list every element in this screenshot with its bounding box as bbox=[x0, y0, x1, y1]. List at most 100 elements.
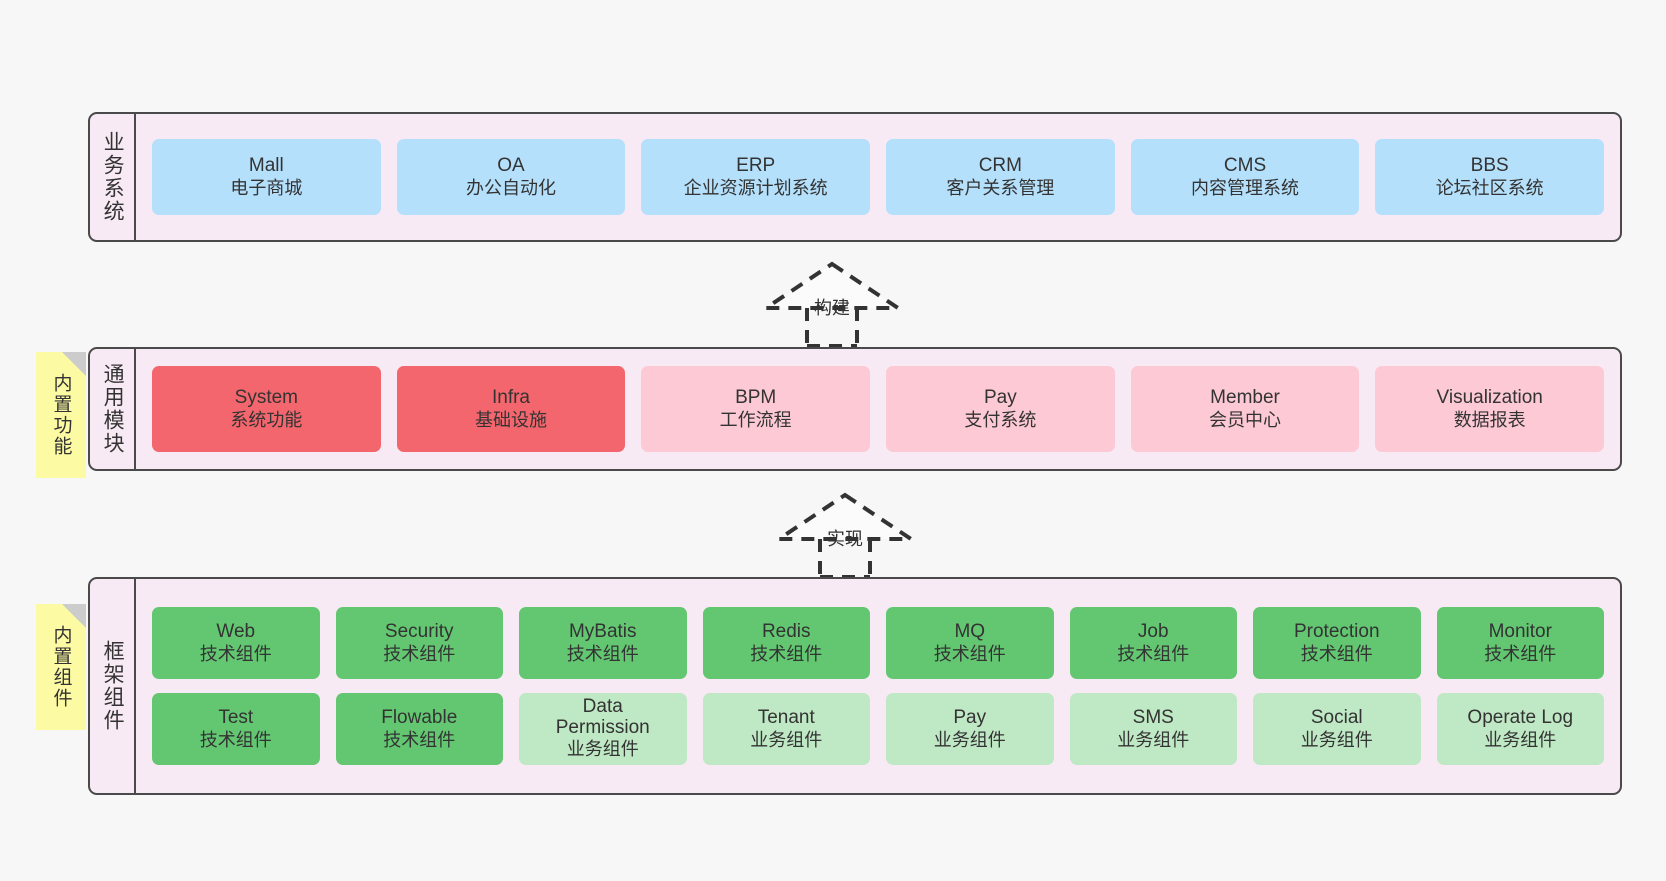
note-builtin-components-label: 内置组件 bbox=[50, 625, 72, 709]
card-security-desc: 技术组件 bbox=[383, 643, 456, 664]
card-mall-desc: 电子商城 bbox=[230, 177, 303, 198]
card-infra-name: Infra bbox=[491, 387, 531, 409]
connector-build: 构建 bbox=[757, 258, 907, 348]
card-social-desc: 业务组件 bbox=[1300, 729, 1373, 750]
card-erp-name: ERP bbox=[736, 155, 776, 177]
card-data-permission-desc: 业务组件 bbox=[566, 738, 639, 759]
card-social[interactable]: Social 业务组件 bbox=[1253, 693, 1421, 765]
card-oa[interactable]: OA 办公自动化 bbox=[396, 139, 626, 215]
card-redis[interactable]: Redis 技术组件 bbox=[702, 607, 870, 679]
card-bpm[interactable]: BPM 工作流程 bbox=[641, 366, 871, 452]
card-visualization[interactable]: Visualization 数据报表 bbox=[1375, 366, 1605, 452]
card-protection-desc: 技术组件 bbox=[1300, 643, 1373, 664]
card-visualization-desc: 数据报表 bbox=[1453, 409, 1526, 430]
card-job[interactable]: Job 技术组件 bbox=[1069, 607, 1237, 679]
card-mq-desc: 技术组件 bbox=[933, 643, 1006, 664]
common-card-row: System 系统功能 Infra 基础设施 BPM 工作流程 Pay 支付系统… bbox=[144, 366, 1612, 452]
card-mall-name: Mall bbox=[248, 155, 284, 177]
layer-business-body: Mall 电子商城 OA 办公自动化 ERP 企业资源计划系统 CRM 客户关系… bbox=[136, 114, 1620, 240]
card-tenant-desc: 业务组件 bbox=[750, 729, 823, 750]
connector-implement-label: 实现 bbox=[827, 529, 863, 549]
card-sms[interactable]: SMS 业务组件 bbox=[1069, 693, 1237, 765]
card-pay-module-desc: 支付系统 bbox=[964, 409, 1037, 430]
connector-build-label: 构建 bbox=[814, 298, 850, 318]
card-data-permission-name: Data Permission bbox=[555, 696, 650, 739]
card-sms-desc: 业务组件 bbox=[1117, 729, 1190, 750]
framework-card-row-1: Web 技术组件 Security 技术组件 MyBatis 技术组件 Redi… bbox=[144, 607, 1612, 679]
card-tenant[interactable]: Tenant 业务组件 bbox=[702, 693, 870, 765]
card-sms-name: SMS bbox=[1132, 707, 1174, 729]
card-cms[interactable]: CMS 内容管理系统 bbox=[1130, 139, 1360, 215]
card-bbs[interactable]: BBS 论坛社区系统 bbox=[1375, 139, 1605, 215]
card-social-name: Social bbox=[1310, 707, 1363, 729]
card-member-desc: 会员中心 bbox=[1209, 409, 1282, 430]
card-cms-desc: 内容管理系统 bbox=[1191, 177, 1300, 198]
card-pay-component-name: Pay bbox=[953, 707, 987, 729]
card-flowable[interactable]: Flowable 技术组件 bbox=[335, 693, 503, 765]
card-bbs-desc: 论坛社区系统 bbox=[1435, 177, 1544, 198]
business-card-row: Mall 电子商城 OA 办公自动化 ERP 企业资源计划系统 CRM 客户关系… bbox=[144, 139, 1612, 215]
card-member[interactable]: Member 会员中心 bbox=[1130, 366, 1360, 452]
card-job-name: Job bbox=[1137, 621, 1169, 643]
card-test-desc: 技术组件 bbox=[199, 729, 272, 750]
card-pay-component-desc: 业务组件 bbox=[933, 729, 1006, 750]
card-mybatis-name: MyBatis bbox=[568, 621, 637, 643]
layer-framework-title: 框架组件 bbox=[90, 579, 136, 793]
card-flowable-name: Flowable bbox=[381, 707, 458, 729]
card-system-desc: 系统功能 bbox=[230, 409, 303, 430]
note-fold-corner-icon bbox=[62, 604, 86, 628]
card-crm-desc: 客户关系管理 bbox=[946, 177, 1055, 198]
card-pay-component[interactable]: Pay 业务组件 bbox=[886, 693, 1054, 765]
note-builtin-features: 内置功能 bbox=[36, 352, 86, 478]
card-member-name: Member bbox=[1210, 387, 1280, 409]
card-monitor-name: Monitor bbox=[1488, 621, 1552, 643]
card-visualization-name: Visualization bbox=[1436, 387, 1543, 409]
card-infra[interactable]: Infra 基础设施 bbox=[396, 366, 626, 452]
card-test-name: Test bbox=[218, 707, 254, 729]
card-mybatis[interactable]: MyBatis 技术组件 bbox=[519, 607, 687, 679]
card-erp[interactable]: ERP 企业资源计划系统 bbox=[641, 139, 871, 215]
layer-framework-components: 框架组件 Web 技术组件 Security 技术组件 MyBatis 技术组件… bbox=[88, 577, 1622, 795]
card-job-desc: 技术组件 bbox=[1117, 643, 1190, 664]
card-redis-name: Redis bbox=[761, 621, 811, 643]
card-infra-desc: 基础设施 bbox=[475, 409, 547, 430]
card-monitor[interactable]: Monitor 技术组件 bbox=[1436, 607, 1604, 679]
card-crm-name: CRM bbox=[978, 155, 1022, 177]
card-flowable-desc: 技术组件 bbox=[383, 729, 456, 750]
layer-business-title: 业务系统 bbox=[90, 114, 136, 240]
layer-common-body: System 系统功能 Infra 基础设施 BPM 工作流程 Pay 支付系统… bbox=[136, 349, 1620, 469]
card-data-permission[interactable]: Data Permission 业务组件 bbox=[519, 693, 687, 765]
card-bbs-name: BBS bbox=[1470, 155, 1509, 177]
card-crm[interactable]: CRM 客户关系管理 bbox=[886, 139, 1115, 215]
card-monitor-desc: 技术组件 bbox=[1484, 643, 1557, 664]
card-mybatis-desc: 技术组件 bbox=[566, 643, 639, 664]
card-redis-desc: 技术组件 bbox=[750, 643, 823, 664]
card-mall[interactable]: Mall 电子商城 bbox=[152, 139, 381, 215]
card-system[interactable]: System 系统功能 bbox=[152, 366, 381, 452]
connector-implement: 实现 bbox=[770, 489, 920, 579]
card-protection[interactable]: Protection 技术组件 bbox=[1253, 607, 1421, 679]
card-operate-log[interactable]: Operate Log 业务组件 bbox=[1436, 693, 1604, 765]
card-pay-module-name: Pay bbox=[983, 387, 1017, 409]
card-web-name: Web bbox=[216, 621, 256, 643]
connector-build-shape bbox=[759, 261, 905, 348]
card-oa-name: OA bbox=[497, 155, 525, 177]
card-security-name: Security bbox=[384, 621, 454, 643]
card-oa-desc: 办公自动化 bbox=[466, 177, 556, 198]
card-test[interactable]: Test 技术组件 bbox=[152, 693, 320, 765]
note-builtin-components: 内置组件 bbox=[36, 604, 86, 730]
card-erp-desc: 企业资源计划系统 bbox=[683, 177, 828, 198]
card-protection-name: Protection bbox=[1293, 621, 1380, 643]
card-bpm-desc: 工作流程 bbox=[719, 409, 792, 430]
card-security[interactable]: Security 技术组件 bbox=[335, 607, 503, 679]
note-fold-corner-icon bbox=[62, 352, 86, 376]
note-builtin-features-label: 内置功能 bbox=[50, 373, 72, 457]
layer-common-modules: 通用模块 System 系统功能 Infra 基础设施 BPM 工作流程 Pay bbox=[88, 347, 1622, 471]
card-cms-name: CMS bbox=[1223, 155, 1267, 177]
card-pay-module[interactable]: Pay 支付系统 bbox=[886, 366, 1115, 452]
card-web[interactable]: Web 技术组件 bbox=[152, 607, 320, 679]
card-bpm-name: BPM bbox=[735, 387, 777, 409]
layer-framework-body: Web 技术组件 Security 技术组件 MyBatis 技术组件 Redi… bbox=[136, 579, 1620, 793]
layer-common-title: 通用模块 bbox=[90, 349, 136, 469]
card-mq[interactable]: MQ 技术组件 bbox=[886, 607, 1054, 679]
